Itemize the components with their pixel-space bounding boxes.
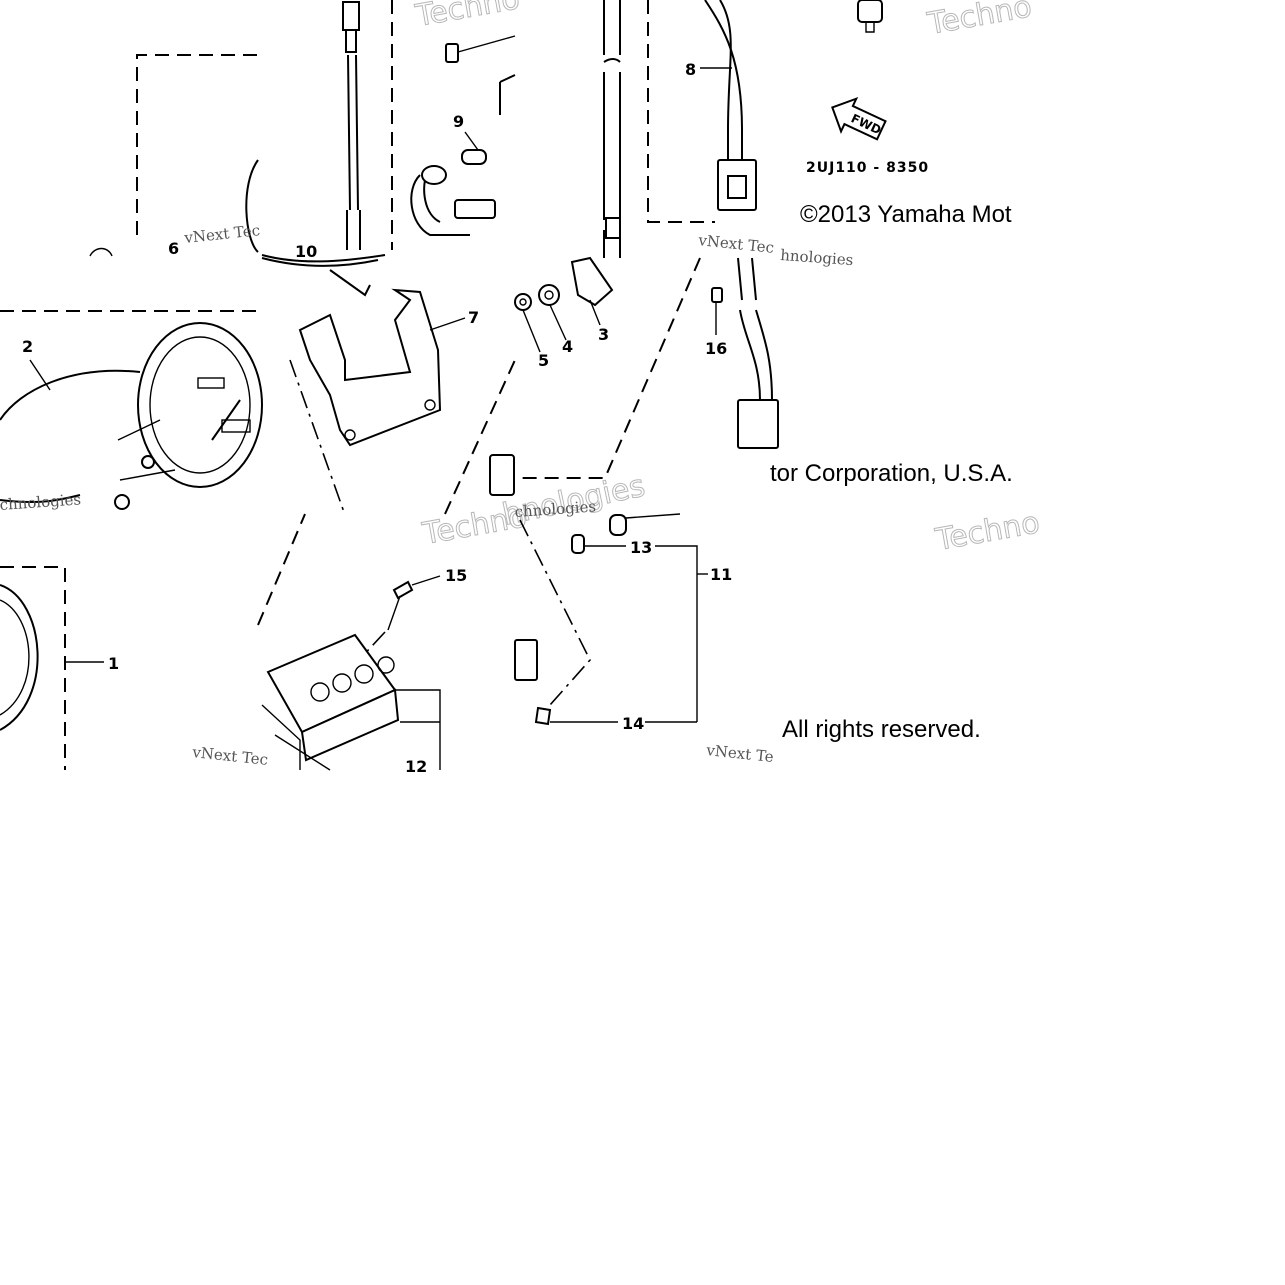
part-label-6: 6 [168,239,179,258]
part-label-5: 5 [538,351,549,370]
part-label-3: 3 [598,325,609,344]
fwd-arrow-icon: FWD [831,96,887,141]
panel-top-left: 6 vNext Tec [89,54,261,258]
panel-bottom-left: 1 vNext Tec [0,566,269,770]
drawing-code: 2UJ110 - 8350 [806,160,929,176]
copyright-line-2: tor Corporation, U.S.A. [770,460,1013,487]
panel-top-right-harness: 8 vNext Tec [603,0,775,257]
watermark-vnext-tail: hnologies [780,246,854,269]
part-label-14: 14 [622,714,644,733]
part-label-4: 4 [562,337,573,356]
part-label-1: 1 [108,654,119,673]
watermark-vnext: vNext Tec [183,221,261,247]
part-label-2: 2 [22,337,33,356]
part-label-9: 9 [453,112,464,131]
watermark-technologies: chnologies [514,497,597,521]
watermark-techno: Techno [412,0,522,34]
part-label-10: 10 [295,242,317,261]
part-label-12: 12 [405,757,427,776]
part-label-15: 15 [445,566,467,585]
panel-middle-center: 7 [261,257,516,516]
part-label-16: 16 [705,339,727,358]
watermark-technologies: chnologies [0,490,82,514]
panel-top-center: 9 10 [261,0,516,263]
watermark-techno: Techno [924,0,1034,42]
copyright-line-3: All rights reserved. [782,716,981,743]
panel-middle-right: hnologies 16 tor Corporation, U.S.A. [705,246,1013,487]
watermark-vnext: vNext Te [705,741,775,766]
part-label-8: 8 [685,60,696,79]
panel-bottom-center: 15 12 [257,513,467,776]
watermark-vnext: vNext Tec [697,231,775,257]
panel-middle-washers: 5 4 3 [514,230,701,479]
part-label-11: 11 [710,565,732,584]
watermark-techno: Techno [932,505,1042,558]
copyright-line-1: ©2013 Yamaha Mot [800,201,1012,228]
part-label-7: 7 [468,308,479,327]
part-label-13: 13 [630,538,652,557]
panel-top-right: FWD 2UJ110 - 8350 ©2013 Yamaha Mot [800,0,1012,228]
panel-middle-left: 2 chnologies [0,310,263,514]
watermark-vnext: vNext Tec [191,743,269,769]
panel-bottom-right: All rights reserved. [782,716,981,743]
